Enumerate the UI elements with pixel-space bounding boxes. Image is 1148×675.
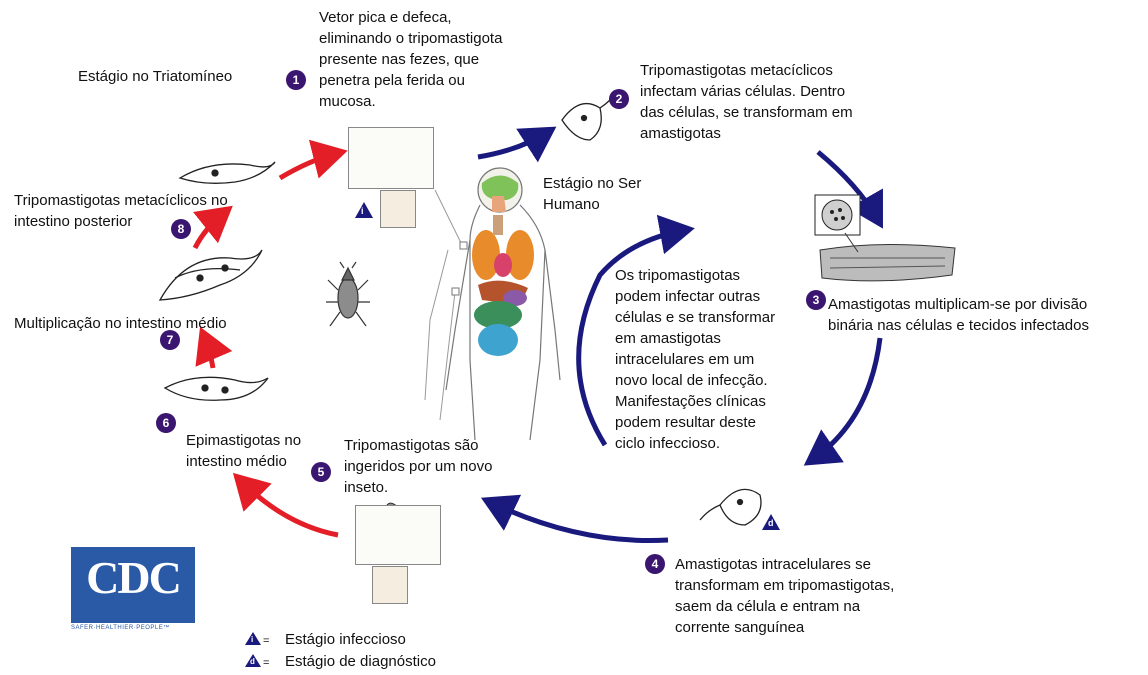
legend-infective-label: Estágio infeccioso	[285, 629, 406, 650]
legend-diagnostic-label: Estágio de diagnóstico	[285, 651, 436, 672]
legend-diagnostic-letter: d	[250, 657, 255, 667]
step-6-badge: 6	[156, 413, 176, 433]
legend-infective-eq: =	[263, 631, 269, 652]
human-stage-label: Estágio no Ser Humano	[543, 173, 641, 215]
legend-infective-letter: i	[251, 635, 253, 645]
step-2-text: Tripomastigotas metacíclicos infectam vá…	[640, 60, 853, 144]
cdc-tagline: SAFER·HEALTHIER·PEOPLE™	[71, 625, 201, 631]
step-5-badge: 5	[311, 462, 331, 482]
cdc-logo-text: CDC	[71, 551, 195, 604]
step-4-text: Amastigotas intracelulares se transforma…	[675, 554, 894, 638]
step-5-text: Tripomastigotas são ingeridos por um nov…	[344, 435, 492, 498]
step-4-badge: 4	[645, 554, 665, 574]
step-3-text: Amastigotas multiplicam-se por divisão b…	[828, 294, 1089, 336]
infective-marker-step1	[355, 202, 373, 218]
reinfection-note: Os tripomastigotas podem infectar outras…	[615, 265, 775, 454]
cdc-logo: CDC	[71, 547, 195, 623]
infective-marker-letter: i	[361, 205, 364, 217]
step-3-badge: 3	[806, 290, 826, 310]
step-6-text: Epimastigotas no intestino médio	[186, 430, 301, 472]
step-7-text: Multiplicação no intestino médio	[14, 313, 227, 334]
step-2-badge: 2	[609, 89, 629, 109]
diagnostic-marker-letter: d	[768, 517, 774, 529]
step-8-text: Tripomastigotas metacíclicos no intestin…	[14, 190, 228, 232]
legend-diagnostic-eq: =	[263, 653, 269, 674]
step-1-text: Vetor pica e defeca, eliminando o tripom…	[319, 7, 502, 112]
triatomine-stage-label: Estágio no Triatomíneo	[78, 66, 232, 87]
step-1-badge: 1	[286, 70, 306, 90]
